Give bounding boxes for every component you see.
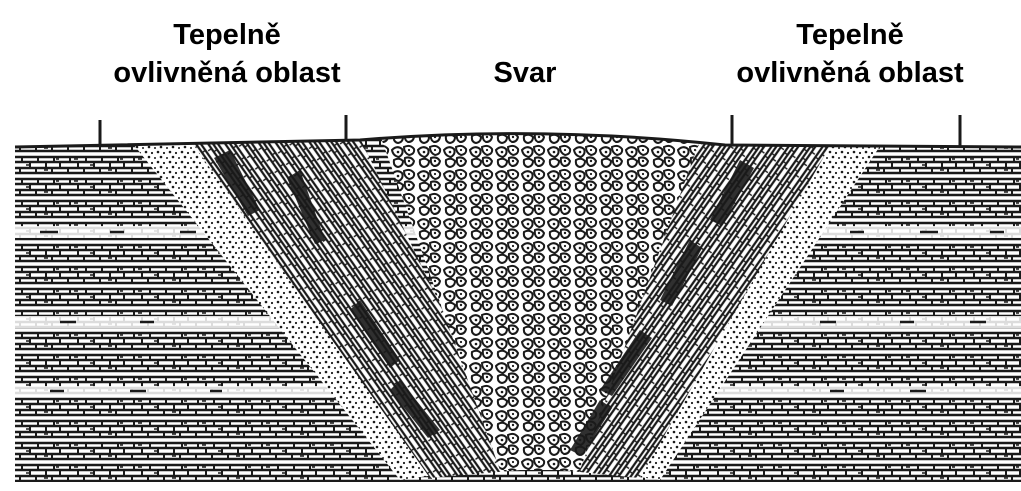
weld-cross-section-diagram: [0, 0, 1021, 491]
